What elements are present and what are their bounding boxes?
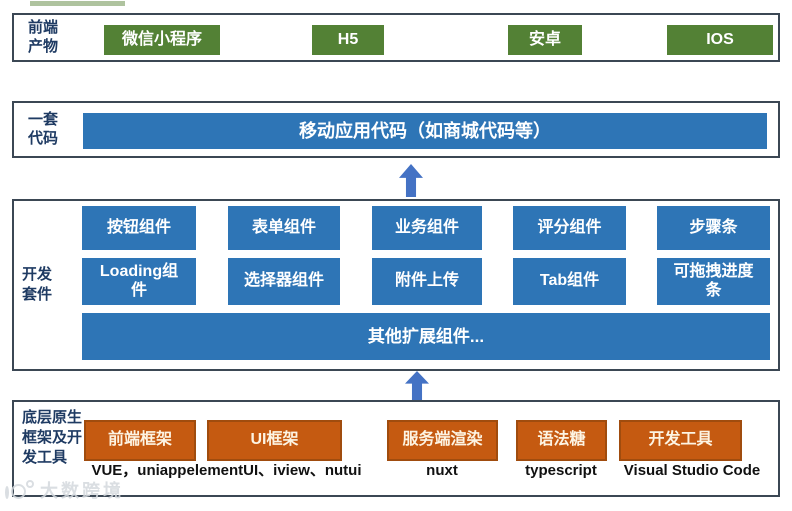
section-frontend-products: 前端产物 微信小程序 H5 安卓 IOS	[12, 13, 780, 62]
mobile-app-code-box: 移动应用代码（如商城代码等）	[83, 113, 767, 149]
up-arrow-icon	[405, 371, 429, 401]
component-box-business: 业务组件	[372, 206, 482, 250]
caption-ssr: nuxt	[426, 462, 458, 479]
section-label-foundation: 底层原生框架及开发工具	[22, 409, 83, 466]
section-one-codebase: 一套代码 移动应用代码（如商城代码等）	[12, 101, 780, 158]
caption-frontend-and-ui-frameworks: VUE，uniappelementUI、iview、nutui	[84, 462, 369, 480]
section-label-products: 前端产物	[28, 18, 59, 56]
component-box-loading: Loading组件	[82, 258, 196, 305]
component-box-tab: Tab组件	[513, 258, 626, 305]
product-box-h5: H5	[312, 25, 384, 55]
cropped-box-top-edge	[30, 1, 125, 6]
component-box-more-extensions: 其他扩展组件...	[82, 313, 770, 360]
product-box-wechat-miniprogram: 微信小程序	[104, 25, 220, 55]
up-arrow-icon	[399, 164, 423, 197]
section-label-devkit: 开发套件	[22, 266, 53, 303]
section-devkit: 开发套件 按钮组件 表单组件 业务组件 评分组件 步骤条 Loading组件 选…	[12, 199, 780, 371]
caption-syntactic-sugar: typescript	[525, 462, 597, 479]
component-box-button: 按钮组件	[82, 206, 196, 250]
caption-frontend-framework: VUE，uniapp	[91, 462, 187, 479]
caption-dev-tools: Visual Studio Code	[623, 462, 761, 479]
watermark: 大数跨境	[5, 477, 124, 503]
framework-box-syntactic-sugar: 语法糖	[516, 420, 607, 461]
framework-box-ssr: 服务端渲染	[387, 420, 498, 461]
framework-box-dev-tools: 开发工具	[619, 420, 742, 461]
caption-ui-framework: elementUI、iview、nutui	[186, 462, 362, 479]
section-foundation: 底层原生框架及开发工具 前端框架 UI框架 服务端渲染 语法糖 开发工具 VUE…	[12, 400, 780, 497]
watermark-text: 大数跨境	[40, 481, 124, 501]
component-box-picker: 选择器组件	[228, 258, 340, 305]
component-box-upload: 附件上传	[372, 258, 482, 305]
component-box-steps: 步骤条	[657, 206, 770, 250]
watermark-logo-icon	[5, 479, 35, 501]
component-box-draggable-progress: 可拖拽进度条	[657, 258, 770, 305]
framework-box-frontend-framework: 前端框架	[84, 420, 196, 461]
component-box-rating: 评分组件	[513, 206, 626, 250]
section-label-codebase: 一套代码	[28, 110, 59, 148]
framework-box-ui-framework: UI框架	[207, 420, 342, 461]
product-box-android: 安卓	[508, 25, 582, 55]
product-box-ios: IOS	[667, 25, 773, 55]
component-box-form: 表单组件	[228, 206, 340, 250]
